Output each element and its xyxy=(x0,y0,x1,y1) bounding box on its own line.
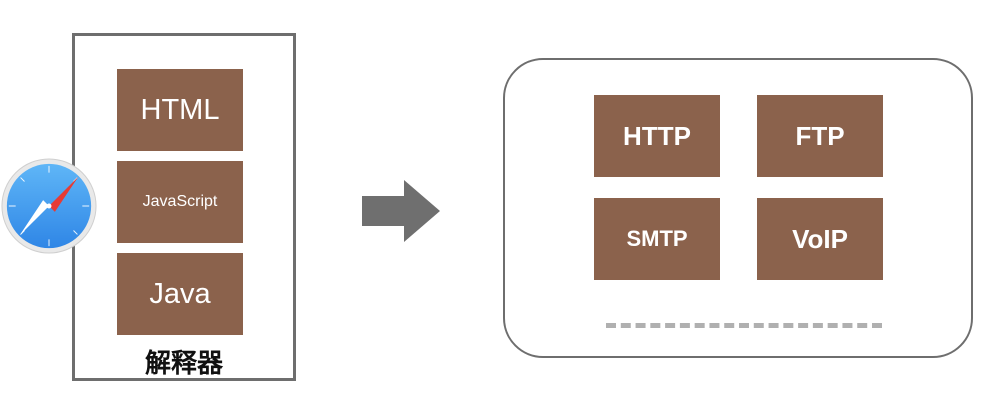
protocol-block-voip: VoIP xyxy=(757,198,883,280)
tech-block-javascript: JavaScript xyxy=(117,161,243,243)
network-box xyxy=(503,58,973,358)
protocol-block-http: HTTP xyxy=(594,95,720,177)
safari-compass-icon xyxy=(1,158,97,254)
tech-block-html: HTML xyxy=(117,69,243,151)
right-arrow-icon xyxy=(362,180,440,242)
protocol-block-ftp: FTP xyxy=(757,95,883,177)
interpreter-label: 解释器 xyxy=(144,349,223,379)
network-dashed-line xyxy=(606,323,882,328)
protocol-block-smtp: SMTP xyxy=(594,198,720,280)
tech-block-java: Java xyxy=(117,253,243,335)
